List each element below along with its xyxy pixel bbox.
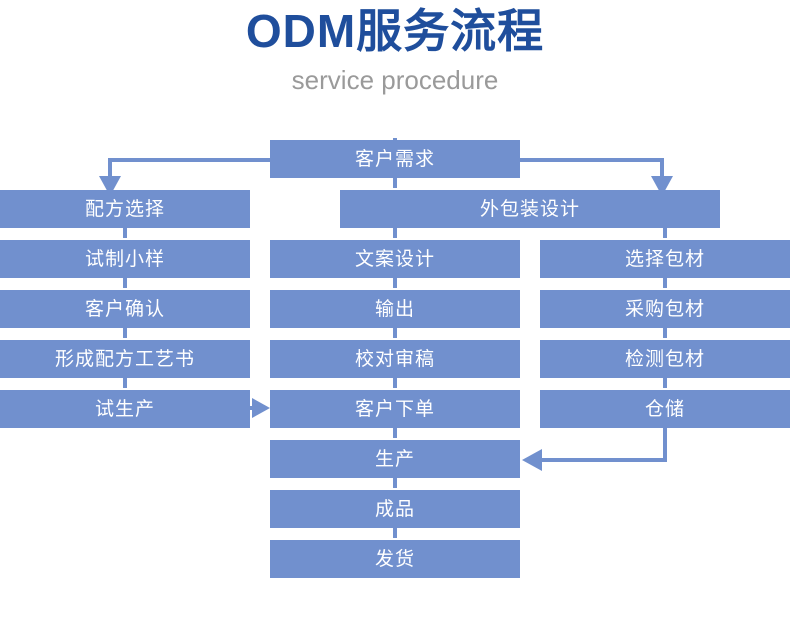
node-select-packaging-material[interactable]: 选择包材 [540, 240, 790, 278]
node-trial-sample[interactable]: 试制小样 [0, 240, 250, 278]
node-customer-requirement[interactable]: 客户需求 [270, 140, 520, 178]
node-output[interactable]: 输出 [270, 290, 520, 328]
node-copywriting-design[interactable]: 文案设计 [270, 240, 520, 278]
arrowhead-down-right-icon [651, 176, 673, 196]
node-formula-selection[interactable]: 配方选择 [0, 190, 250, 228]
node-shipment[interactable]: 发货 [270, 540, 520, 578]
node-formula-process-document[interactable]: 形成配方工艺书 [0, 340, 250, 378]
node-customer-confirmation[interactable]: 客户确认 [0, 290, 250, 328]
node-purchase-packaging-material[interactable]: 采购包材 [540, 290, 790, 328]
connector-n14-n15 [540, 428, 667, 462]
connector-n0-n1 [108, 158, 270, 180]
arrowhead-down-left-icon [99, 176, 121, 196]
arrowhead-right-icon [252, 398, 270, 418]
node-production[interactable]: 生产 [270, 440, 520, 478]
page-title: ODM服务流程 [245, 5, 545, 57]
connector-n0-n6 [520, 158, 664, 180]
node-outer-packaging-design[interactable]: 外包装设计 [340, 190, 720, 228]
node-finished-product[interactable]: 成品 [270, 490, 520, 528]
header: ODM服务流程 service procedure [0, 0, 790, 96]
page-subtitle: service procedure [291, 65, 499, 95]
arrowhead-left-icon [522, 449, 542, 471]
node-customer-order[interactable]: 客户下单 [270, 390, 520, 428]
node-proofreading[interactable]: 校对审稿 [270, 340, 520, 378]
node-warehousing[interactable]: 仓储 [540, 390, 790, 428]
node-inspect-packaging-material[interactable]: 检测包材 [540, 340, 790, 378]
node-trial-production[interactable]: 试生产 [0, 390, 250, 428]
